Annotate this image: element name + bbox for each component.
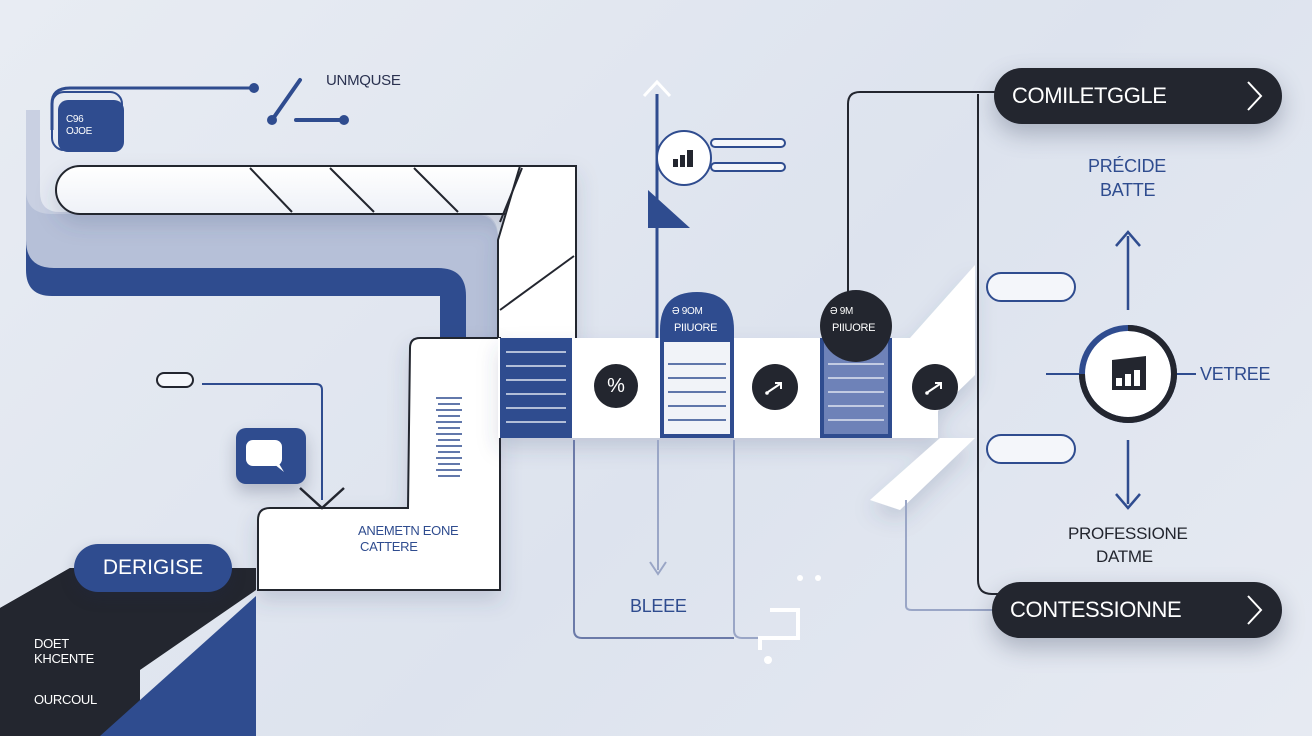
confession-button[interactable]: CONTESSIONNE	[992, 582, 1282, 638]
derigise-button[interactable]: DERIGISE	[74, 544, 232, 592]
upper-track	[55, 165, 577, 215]
doet-line2: KHCENTE	[34, 651, 95, 666]
top-label: UNMQUSE	[326, 72, 401, 89]
percent-icon: %	[607, 374, 625, 397]
ourcoul-label: OURCOUL	[34, 692, 97, 707]
gauge1-bottom: PIIUORE	[674, 322, 718, 334]
small-toggle[interactable]	[156, 372, 194, 388]
complete-button[interactable]: COMILETGGLE	[994, 68, 1282, 124]
confession-button-label: CONTESSIONNE	[1010, 597, 1182, 622]
gauge2-bottom: PIIUORE	[832, 322, 876, 334]
vetree-label: VETREE	[1200, 364, 1271, 384]
bar-chart-icon	[1112, 356, 1146, 390]
derigise-label: DERIGISE	[102, 556, 204, 579]
option-pill-bottom[interactable]	[986, 434, 1076, 464]
chip-card: C96 OJOE	[58, 100, 124, 152]
trend-badge-1[interactable]	[752, 364, 798, 410]
message-card[interactable]	[236, 428, 306, 484]
chevron-right-icon	[1247, 81, 1263, 111]
chip-bottom-text: OJOE	[66, 126, 93, 137]
trend-arrow-icon	[765, 382, 782, 395]
anement-line1: ANEMETN EONE	[358, 523, 459, 538]
profession-line2: DATME	[1096, 547, 1153, 566]
bar-line-2	[710, 162, 786, 172]
chip-top-text: C96	[66, 114, 84, 125]
chevron-right-icon	[1247, 595, 1263, 625]
bar-chart-badge[interactable]	[656, 130, 712, 186]
center-block	[257, 337, 501, 591]
precide-line2: BATTE	[1100, 180, 1156, 200]
option-pill-top[interactable]	[986, 272, 1076, 302]
profession-line1: PROFESSIONE	[1068, 524, 1188, 543]
trend-badge-2[interactable]	[912, 364, 958, 410]
precide-line1: PRÉCIDE	[1088, 156, 1166, 176]
trend-arrow-icon	[925, 382, 942, 395]
gauge1-top: Ə 9OM	[672, 306, 703, 317]
left-band-shade	[26, 110, 498, 340]
bar-chart-icon	[673, 150, 693, 167]
anement-line2: CATTERE	[360, 539, 418, 554]
percent-badge[interactable]: %	[594, 364, 638, 408]
doet-line1: DOET	[34, 636, 69, 651]
complete-button-label: COMILETGGLE	[1012, 83, 1167, 108]
gauge2-top: Ə 9M	[830, 306, 853, 317]
bleee-label: BLEEE	[630, 596, 687, 616]
bar-line-1	[710, 138, 786, 148]
message-icon	[246, 440, 284, 472]
